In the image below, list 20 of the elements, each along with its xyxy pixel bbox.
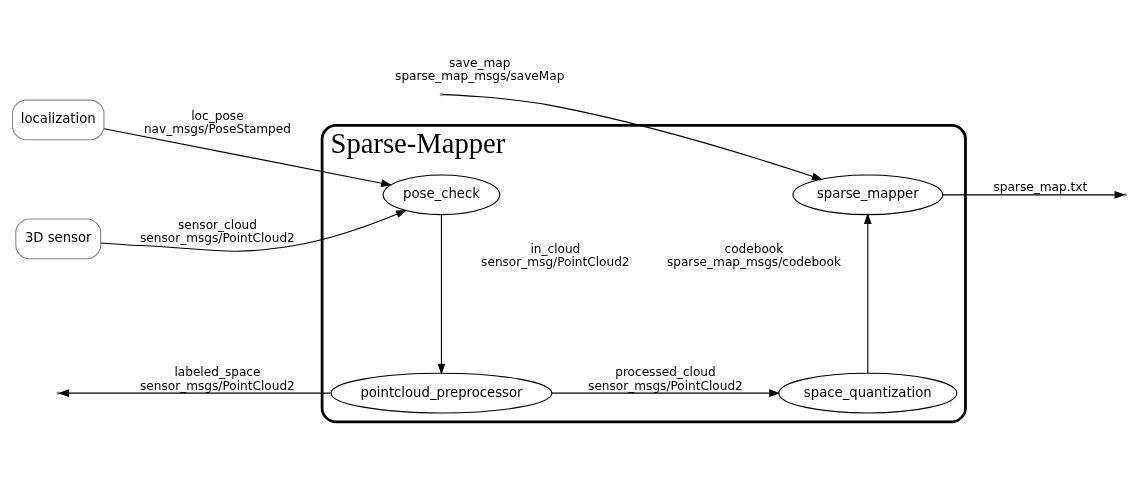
edge-label: sparse_map.txt — [993, 179, 1088, 194]
arrow — [551, 388, 781, 397]
edge-label: save_map sparse_map_msgs/saveMap — [395, 55, 565, 83]
arrow — [57, 388, 332, 397]
edge-label: processed_cloud sensor_msgs/PointCloud2 — [588, 364, 743, 393]
edge-label: loc_pose nav_msgs/PoseStamped — [143, 108, 291, 136]
node-box: localization — [11, 99, 105, 140]
edge-label: in_cloud sensor_msg/PointCloud2 — [481, 241, 630, 269]
arrow — [100, 209, 408, 252]
edge-label: codebook sparse_map_msgs/codebook — [666, 241, 841, 269]
arrow — [442, 93, 824, 180]
node-ellipse: space_quantization — [778, 372, 958, 414]
arrow — [942, 190, 1126, 199]
edge-label: labeled_space sensor_msgs/PointCloud2 — [140, 364, 295, 393]
node-ellipse: pointcloud_preprocessor — [330, 372, 553, 414]
edge-label: sensor_cloud sensor_msgs/PointCloud2 — [140, 217, 295, 245]
arrow — [103, 127, 393, 187]
arrow — [437, 213, 446, 375]
arrow — [863, 212, 872, 374]
node-box: 3D sensor — [15, 218, 102, 259]
